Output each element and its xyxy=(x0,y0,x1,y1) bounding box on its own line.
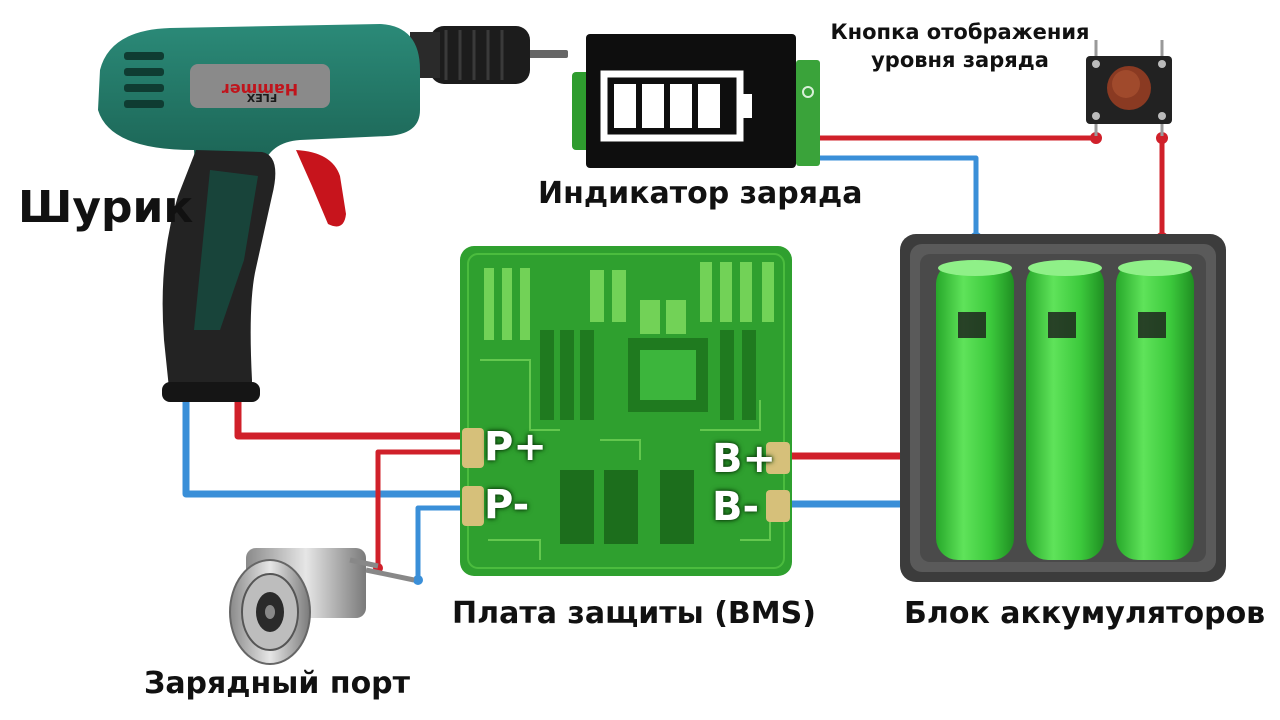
battery-label: Блок аккумуляторов xyxy=(904,596,1266,631)
wire-indicator-negative xyxy=(808,155,979,240)
wire-drill-negative xyxy=(182,398,468,498)
charge-indicator-image xyxy=(572,34,820,168)
button-label-line2: уровня заряда xyxy=(871,48,1049,72)
drill-label: Шурик xyxy=(18,182,194,233)
pin-p-minus: P- xyxy=(484,482,530,528)
port-negative-joint xyxy=(413,575,423,585)
port-label: Зарядный порт xyxy=(144,666,411,701)
drill-brand-text: Hammer xyxy=(222,80,298,99)
battery-cell-2 xyxy=(1026,260,1104,560)
charge-port-image xyxy=(229,548,415,665)
indicator-label: Индикатор заряда xyxy=(538,176,863,211)
wire-indicator-positive xyxy=(808,135,1165,240)
pin-p-plus: P+ xyxy=(484,424,547,470)
wire-port-negative xyxy=(415,505,468,580)
battery-cell-1 xyxy=(936,260,1014,560)
display-button-image xyxy=(1086,40,1172,136)
button-label-line1: Кнопка отображения xyxy=(830,20,1090,44)
pin-b-plus: B+ xyxy=(712,436,777,482)
drill-image: Hammer FLEX xyxy=(98,24,568,402)
button-wire-joint-2 xyxy=(1156,132,1168,144)
bms-board xyxy=(460,246,792,576)
drill-model-text: FLEX xyxy=(246,91,277,104)
wire-drill-positive xyxy=(234,398,468,440)
pin-b-minus: B- xyxy=(712,484,760,530)
bms-label: Плата защиты (BMS) xyxy=(452,596,816,631)
button-label: Кнопка отображения уровня заряда xyxy=(830,18,1090,74)
button-wire-joint xyxy=(1090,132,1102,144)
battery-cell-3 xyxy=(1116,260,1194,560)
battery-pack xyxy=(900,234,1226,582)
wire-port-positive xyxy=(375,449,468,566)
